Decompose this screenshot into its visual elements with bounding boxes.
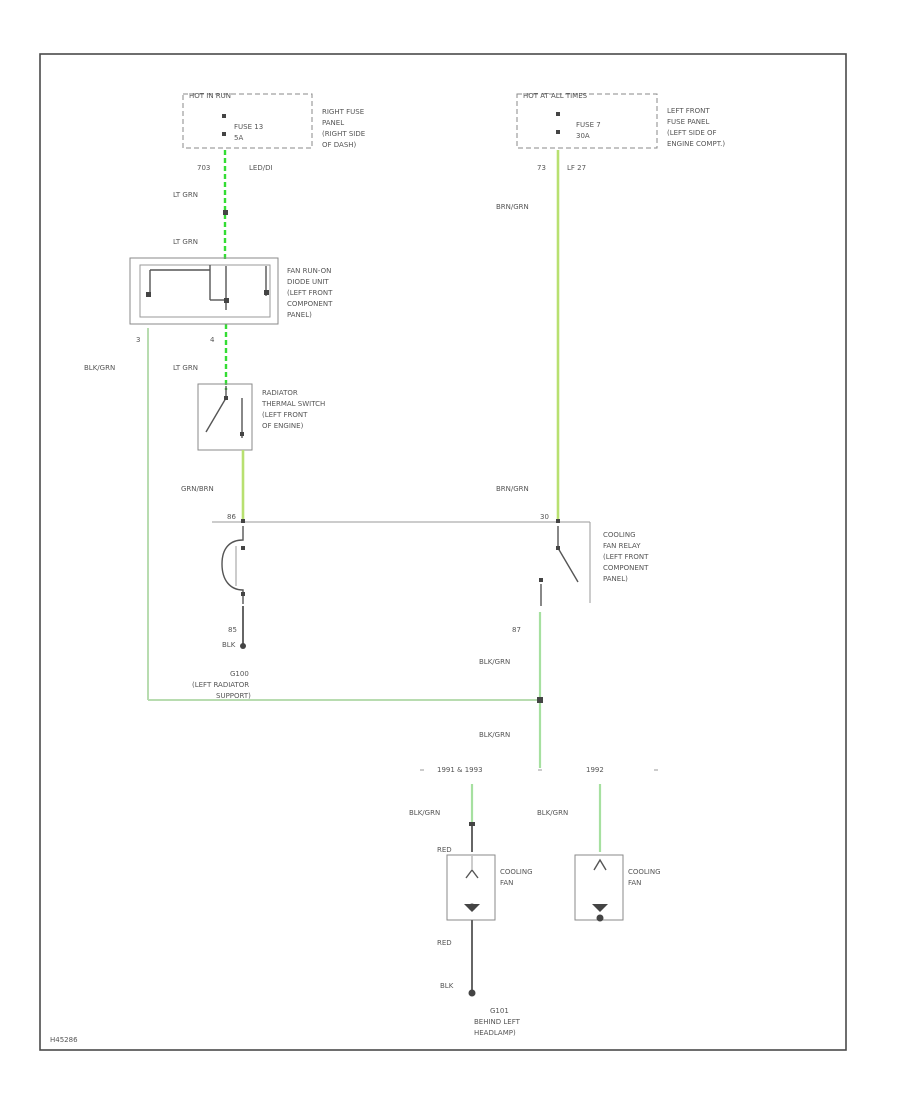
fuse-right-circuit: 73 [537, 164, 546, 172]
wire-label-blk-grn-left: BLK/GRN [84, 364, 115, 372]
relay-pin-30: 30 [540, 513, 549, 521]
thermal-switch: RADIATOR THERMAL SWITCH (LEFT FRONT OF E… [197, 383, 325, 451]
wire-label-brn-grn-lower: BRN/GRN [496, 485, 529, 493]
wire-label-brn-grn-upper: BRN/GRN [496, 203, 529, 211]
fuse-left-circuit: 703 [197, 164, 210, 172]
fan1-label-2: FAN [500, 879, 513, 887]
fuse-left-circuit-label: LED/DI [249, 164, 273, 172]
fuse-left-location-3: (RIGHT SIDE [322, 130, 365, 138]
wire-label-blk-grn-fan2: BLK/GRN [537, 809, 568, 817]
fuse-right-circuit-label: LF 27 [567, 164, 586, 172]
diode-unit: FAN RUN-ON DIODE UNIT (LEFT FRONT COMPON… [129, 257, 333, 344]
wire-label-red-upper: RED [437, 846, 452, 854]
relay-label-5: PANEL) [603, 575, 628, 583]
wire-label-lt-grn-3: LT GRN [173, 364, 198, 372]
wire-label-blk-relay: BLK [222, 641, 236, 649]
fan2-label-1: COOLING [628, 868, 661, 876]
fuse-left-header: HOT IN RUN [189, 92, 231, 100]
thermal-label-4: OF ENGINE) [262, 422, 304, 430]
wire-label-blk-grn-fan1: BLK/GRN [409, 809, 440, 817]
wire-label-blk-fan: BLK [440, 982, 454, 990]
cooling-fan-2: COOLING FAN [574, 854, 661, 922]
fuse-left: HOT IN RUN FUSE 13 5A RIGHT FUSE PANEL (… [182, 92, 365, 172]
relay-label-1: COOLING [603, 531, 636, 539]
fuse-right-amps: 30A [576, 132, 590, 140]
wire-label-lt-grn-1: LT GRN [173, 191, 198, 199]
wire-lt-grn: LT GRN LT GRN LT GRN [173, 150, 228, 390]
fuse-left-number: FUSE 13 [234, 123, 263, 131]
ground-g101-1: G101 [490, 1007, 509, 1015]
diode-pin-left: 3 [136, 336, 140, 344]
relay-pin-86: 86 [227, 513, 236, 521]
wire-label-blk-grn-splice: BLK/GRN [479, 731, 510, 739]
ground-relay-dot [240, 643, 246, 649]
variant-split: 1991 & 1993 1992 [420, 766, 658, 774]
footer-code: H45286 [50, 1036, 78, 1044]
fuse-right-number: FUSE 7 [576, 121, 601, 129]
wire-label-red-lower: RED [437, 939, 452, 947]
fuse-right: HOT AT ALL TIMES FUSE 7 30A LEFT FRONT F… [516, 92, 725, 172]
wire-label-blk-grn-relay: BLK/GRN [479, 658, 510, 666]
fuse-left-location-1: RIGHT FUSE [322, 108, 364, 116]
fuse-left-location-2: PANEL [322, 119, 344, 127]
variant-left: 1991 & 1993 [437, 766, 483, 774]
cooling-fan-1: COOLING FAN [446, 854, 533, 921]
fuse-left-location-4: OF DASH) [322, 141, 357, 149]
diode-label-1: FAN RUN-ON [287, 267, 331, 275]
diode-label-3: (LEFT FRONT [287, 289, 333, 297]
relay-label-2: FAN RELAY [603, 542, 641, 550]
ground-g101-3: HEADLAMP) [474, 1029, 516, 1037]
diagram-frame [39, 53, 847, 1051]
diode-label-2: DIODE UNIT [287, 278, 329, 286]
diode-label-5: PANEL) [287, 311, 312, 319]
fuse-right-header: HOT AT ALL TIMES [523, 92, 588, 100]
wire-label-lt-grn-2: LT GRN [173, 238, 198, 246]
ground-g101-2: BEHIND LEFT [474, 1018, 521, 1026]
fan2-label-2: FAN [628, 879, 641, 887]
ground-g100-1: G100 [230, 670, 249, 678]
diode-pin-mid: 4 [210, 336, 215, 344]
variant-right: 1992 [586, 766, 604, 774]
thermal-label-2: THERMAL SWITCH [261, 400, 325, 408]
wire-label-grn-brn: GRN/BRN [181, 485, 214, 493]
ground-g101-dot [468, 989, 476, 997]
fuse-right-location-2: FUSE PANEL [667, 118, 709, 126]
fuse-right-location-3: (LEFT SIDE OF [667, 129, 717, 137]
fuse-right-location-1: LEFT FRONT [667, 107, 710, 115]
wire-blk-grn-network: BLK/GRN BLK/GRN BLK/GRN [84, 328, 543, 768]
fan1-label-1: COOLING [500, 868, 533, 876]
thermal-label-1: RADIATOR [262, 389, 298, 397]
fuse-right-location-4: ENGINE COMPT.) [667, 140, 725, 148]
diode-label-4: COMPONENT [287, 300, 333, 308]
relay-pin-87: 87 [512, 626, 521, 634]
relay-label-3: (LEFT FRONT [603, 553, 649, 561]
ground-g100-2: (LEFT RADIATOR [192, 681, 249, 689]
cooling-fan-relay: 86 30 COOLING FAN RELAY (LEFT FRONT COMP… [212, 513, 649, 634]
relay-label-4: COMPONENT [603, 564, 649, 572]
ground-g100-3: SUPPORT) [216, 692, 251, 700]
relay-pin-85: 85 [228, 626, 237, 634]
fuse-left-amps: 5A [234, 134, 243, 142]
thermal-label-3: (LEFT FRONT [262, 411, 308, 419]
